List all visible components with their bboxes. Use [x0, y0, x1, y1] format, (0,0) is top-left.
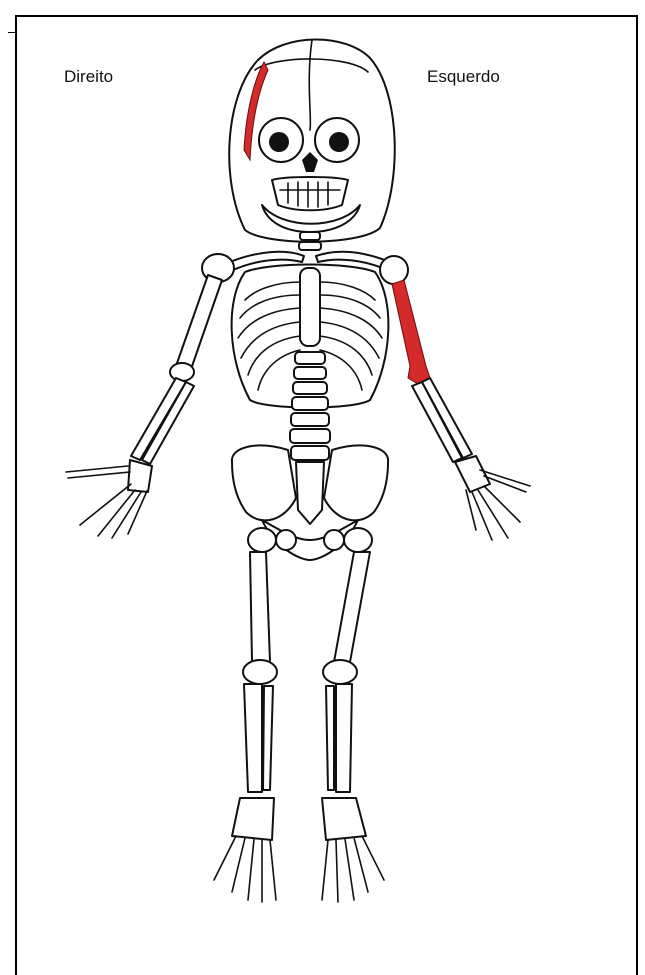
skull: [229, 39, 395, 241]
right-arm: [66, 275, 222, 538]
cervical-spine: [299, 232, 321, 250]
lumbar-spine: [290, 352, 330, 460]
left-arm: [392, 280, 530, 540]
left-leg: [322, 528, 384, 902]
highlight-left-humerus: [392, 280, 430, 384]
skeleton-diagram: [0, 0, 645, 954]
right-leg: [214, 528, 277, 902]
